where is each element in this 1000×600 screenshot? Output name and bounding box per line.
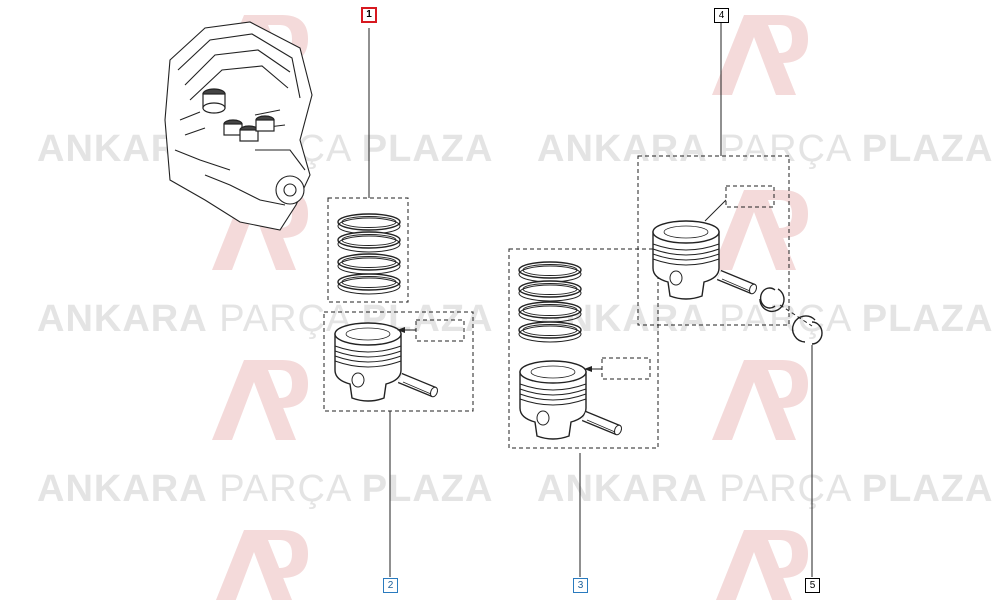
watermark-text: ANKARA PARÇA PLAZA <box>537 468 994 510</box>
ap-logo-watermark <box>712 360 808 440</box>
watermark-text: ANKARA PARÇA PLAZA <box>537 128 994 170</box>
piston-ring-set-icon <box>337 213 401 295</box>
ref-box <box>601 357 651 380</box>
piston-pin-icon <box>719 275 758 295</box>
piston-group-box <box>323 311 474 412</box>
piston-icon <box>652 220 720 300</box>
piston-pin-icon <box>584 416 623 436</box>
ap-logo-watermark <box>712 15 808 95</box>
callout-5[interactable]: 5 <box>805 578 820 593</box>
callout-3[interactable]: 3 <box>573 578 588 593</box>
piston-icon <box>519 360 587 440</box>
ap-logo-watermark <box>212 360 308 440</box>
piston-ring-set-icon <box>518 261 582 343</box>
ref-box <box>725 185 775 208</box>
circlip-icon <box>791 315 823 345</box>
piston-kit-group-box <box>508 248 659 449</box>
circlip-icon <box>759 287 785 313</box>
piston-assembly-group-box <box>637 155 790 326</box>
dashed-axis <box>779 304 813 327</box>
watermark-text: ANKARA PARÇA PLAZA <box>37 468 494 510</box>
callout-1[interactable]: 1 <box>361 7 377 23</box>
ap-logo-watermark <box>212 530 308 600</box>
engine-block-icon <box>164 21 313 231</box>
ring-set-group-box <box>327 197 409 303</box>
callout-4[interactable]: 4 <box>714 8 729 23</box>
ap-logo-watermark <box>712 530 808 600</box>
watermark-text: ANKARA PARÇA PLAZA <box>37 298 494 340</box>
ref-box <box>415 319 465 342</box>
piston-pin-icon <box>400 378 439 398</box>
piston-icon <box>334 322 402 402</box>
callout-2[interactable]: 2 <box>383 578 398 593</box>
